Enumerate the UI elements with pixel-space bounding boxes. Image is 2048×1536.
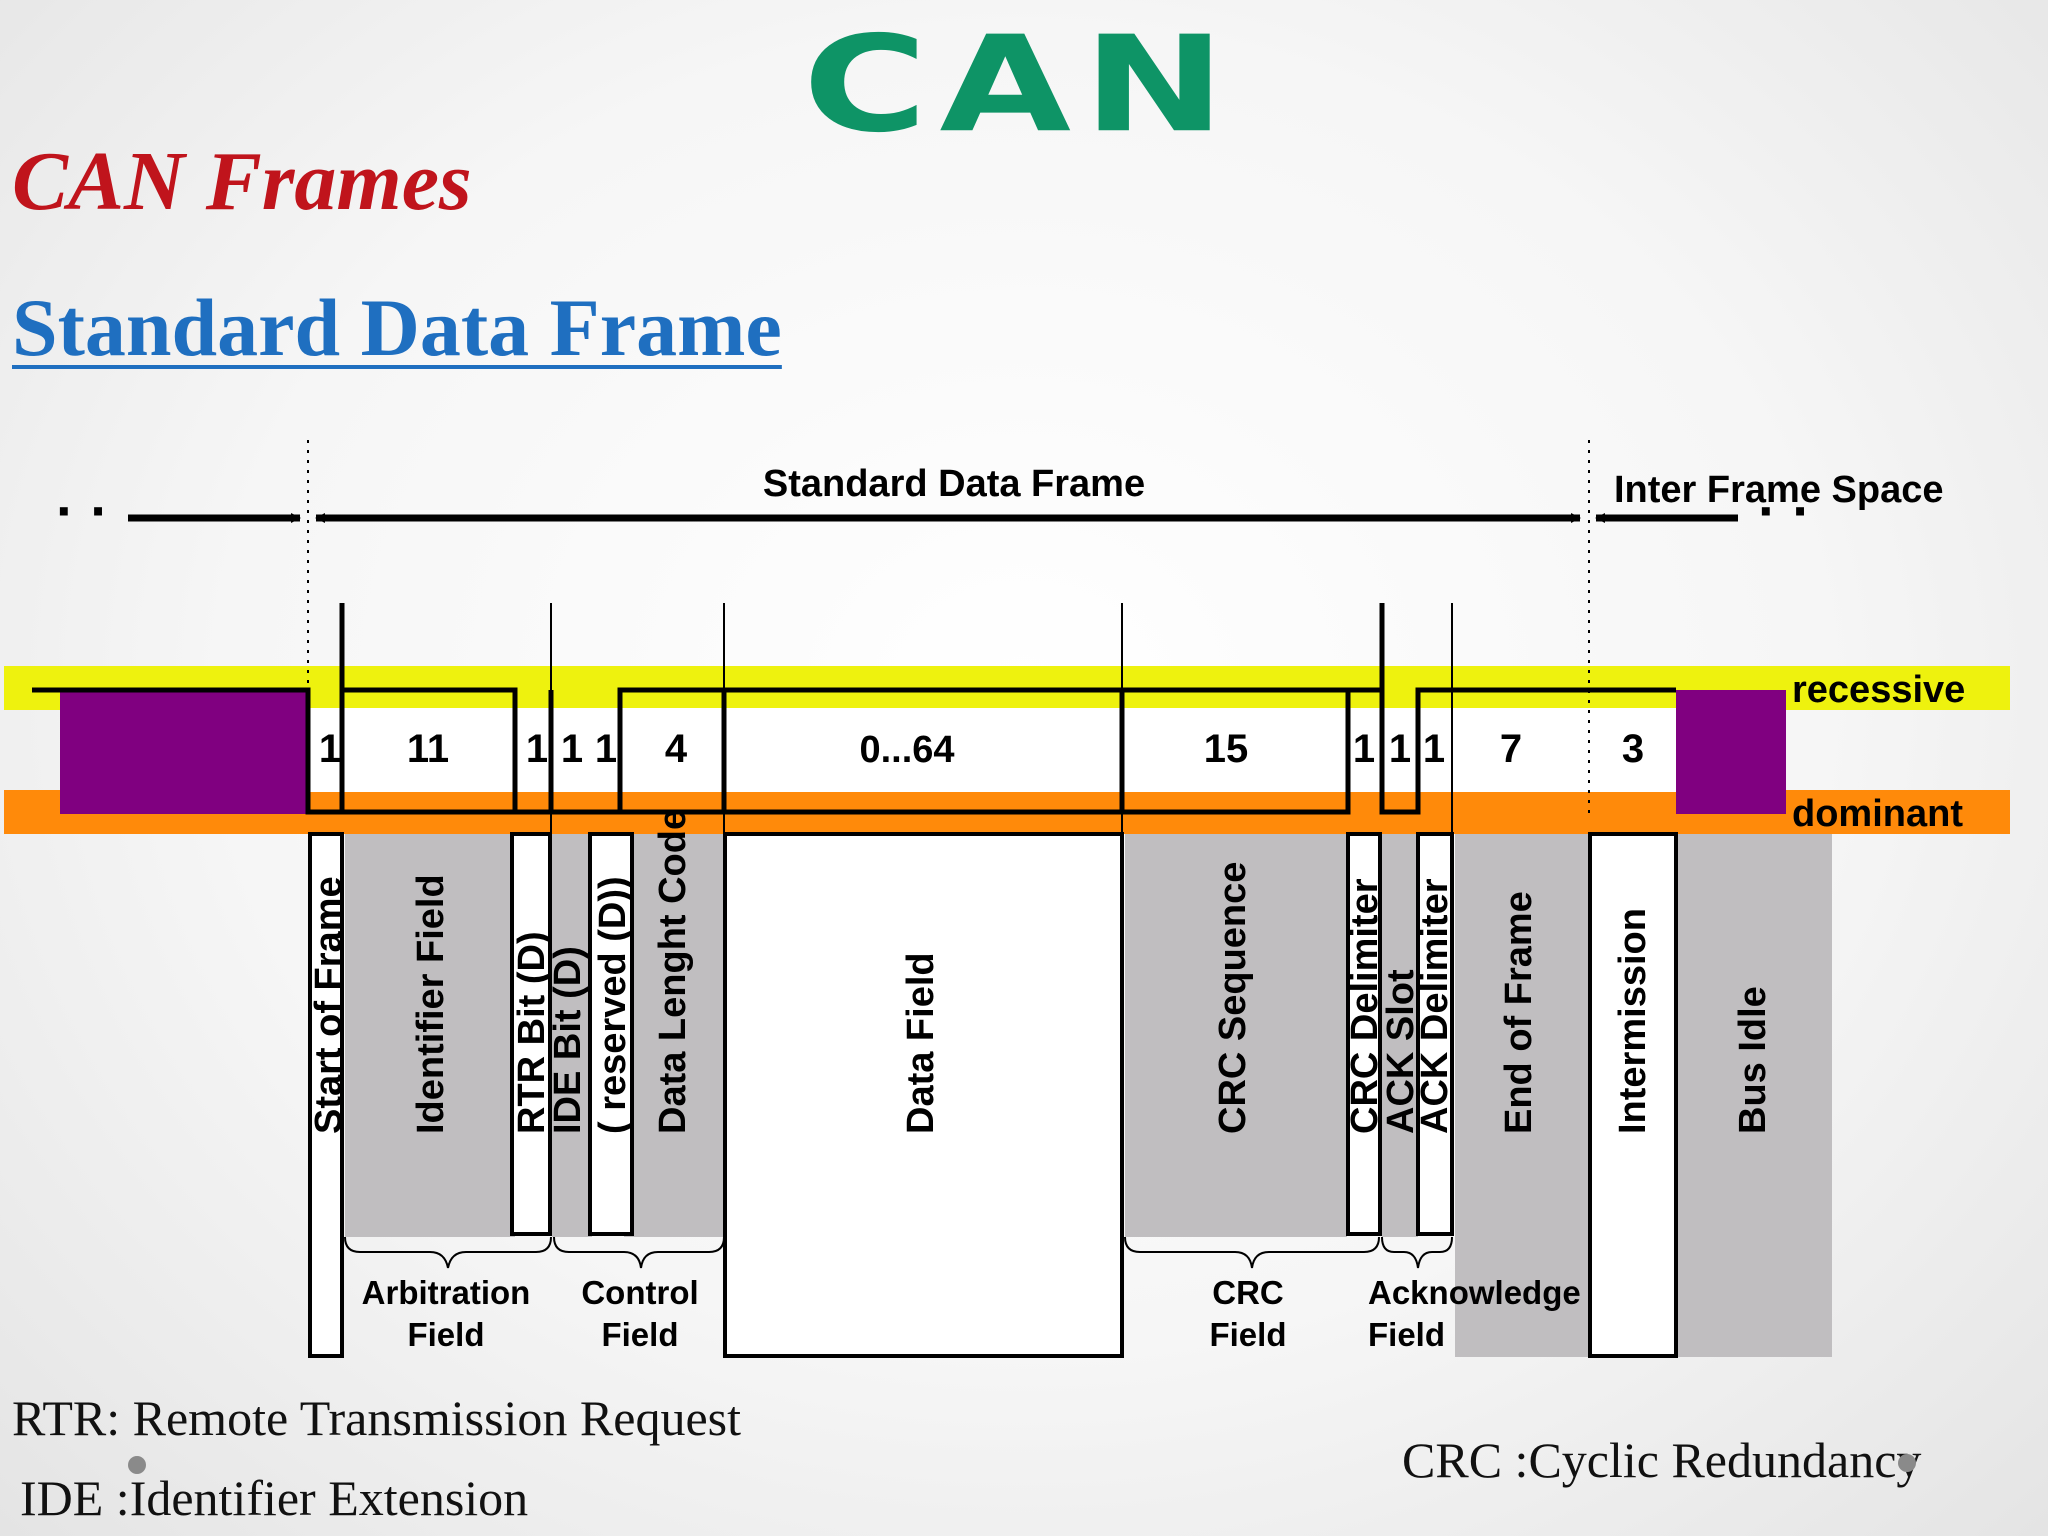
bit-count-rtr: 1 bbox=[526, 727, 548, 771]
dominant-label: dominant bbox=[1792, 793, 1963, 835]
crc-definition: CRC :Cyclic Redundancy bbox=[1402, 1432, 1922, 1488]
group-label-acknowledge: Field bbox=[1368, 1316, 1445, 1353]
group-label-arbitration: Arbitration bbox=[362, 1274, 531, 1311]
group-label-crc: Field bbox=[1209, 1316, 1286, 1353]
field-label-crc-delimiter: CRC Delimiter bbox=[1344, 878, 1386, 1134]
bus-idle-block-left bbox=[60, 690, 306, 814]
group-label-crc: CRC bbox=[1212, 1274, 1284, 1311]
field-label-start-of-frame: Start of Frame bbox=[308, 876, 350, 1134]
bit-count-crc-delimiter: 1 bbox=[1353, 727, 1375, 771]
field-label-reserved-d: ( reserved (D)) bbox=[592, 876, 634, 1134]
field-label-bus-idle: Bus Idle bbox=[1732, 986, 1774, 1134]
field-label-ide-bit-d: IDE Bit (D) bbox=[547, 946, 589, 1134]
rtr-definition: RTR: Remote Transmission Request bbox=[12, 1390, 742, 1446]
group-label-control: Field bbox=[601, 1316, 678, 1353]
bullet-dot bbox=[1898, 1454, 1916, 1472]
bit-count-identifier: 11 bbox=[407, 727, 449, 771]
bit-count-crc-sequence: 15 bbox=[1204, 727, 1249, 771]
field-label-end-of-frame: End of Frame bbox=[1498, 891, 1540, 1134]
bit-count-data: 0...64 bbox=[859, 729, 954, 771]
bit-label-boxes bbox=[308, 832, 1678, 1358]
right-dots: · · bbox=[1758, 479, 1811, 542]
bullet-dot bbox=[128, 1456, 146, 1474]
field-labels: Start of Frame Identifier Field RTR Bit (D… bbox=[308, 809, 1774, 1134]
ide-definition: IDE :Identifier Extension bbox=[20, 1470, 529, 1526]
signal-waveform bbox=[32, 687, 1676, 815]
bit-count-ack-delimiter: 1 bbox=[1423, 727, 1445, 771]
bit-count-start-of-frame: 1 bbox=[319, 727, 341, 771]
group-label-arbitration: Field bbox=[407, 1316, 484, 1353]
bit-count-intermission: 3 bbox=[1622, 727, 1644, 771]
ifs-label: Inter Frame Space bbox=[1614, 469, 1943, 511]
field-label-data-field: Data Field bbox=[900, 952, 942, 1134]
field-shading bbox=[345, 832, 1832, 1357]
group-label-control: Control bbox=[581, 1274, 698, 1311]
bit-count-ack-slot: 1 bbox=[1389, 727, 1411, 771]
group-braces bbox=[344, 1236, 1453, 1269]
can-logo-text: CAN bbox=[802, 7, 1238, 163]
page-title: CAN Frames bbox=[12, 135, 472, 228]
field-label-data-lenght-code: Data Lenght Code bbox=[652, 809, 694, 1134]
frame-boundaries bbox=[307, 440, 1590, 816]
field-label-ack-delimiter: ACK Delimiter bbox=[1414, 878, 1456, 1134]
bit-count-dlc: 4 bbox=[665, 727, 688, 771]
bit-count-reserved: 1 bbox=[595, 727, 617, 771]
field-label-ack-slot: ACK Slot bbox=[1380, 969, 1422, 1134]
field-label-crc-sequence: CRC Sequence bbox=[1212, 862, 1254, 1134]
field-label-intermission: Intermission bbox=[1612, 908, 1654, 1134]
section-title-link[interactable]: Standard Data Frame bbox=[12, 282, 782, 373]
can-logo: CAN bbox=[760, 10, 1280, 160]
bit-count-end-of-frame: 7 bbox=[1500, 727, 1522, 771]
left-dots: · · bbox=[56, 479, 109, 542]
bit-count-ide: 1 bbox=[561, 727, 583, 771]
field-label-identifier-field: Identifier Field bbox=[410, 874, 452, 1134]
group-label-acknowledge: Acknowledge bbox=[1368, 1274, 1581, 1311]
bus-idle-block-right bbox=[1676, 690, 1786, 814]
field-label-rtr-bit-d: RTR Bit (D) bbox=[511, 931, 553, 1134]
frame-label: Standard Data Frame bbox=[763, 463, 1145, 505]
recessive-label: recessive bbox=[1792, 669, 1965, 711]
